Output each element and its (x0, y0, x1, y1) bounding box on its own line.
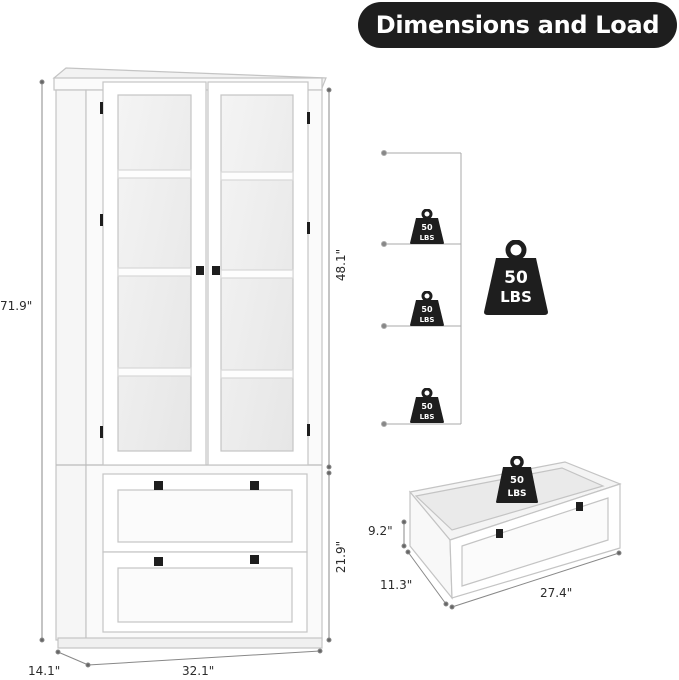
drawer-weight-value: 50 (510, 475, 524, 486)
shelf-weight-3-unit: LBS (420, 413, 435, 421)
lower-height-label: 21.9" (334, 540, 349, 574)
shelf-weight-2-value: 50 (421, 305, 433, 314)
hardware (100, 102, 310, 438)
drawer-dimension-lines (401, 519, 622, 610)
page-title: Dimensions and Load (358, 2, 677, 48)
shelf-weight-1-value: 50 (421, 223, 433, 232)
big-weight-unit: LBS (500, 288, 532, 306)
shelf-weight-icon-3: 50 LBS (410, 388, 444, 423)
drawer-width-label: 27.4" (540, 586, 573, 600)
dimension-lines (39, 79, 332, 668)
glass-doors (102, 81, 309, 466)
total-height-label: 71.9" (0, 299, 33, 313)
depth-label: 14.1" (28, 664, 61, 678)
drawer-height-label: 9.2" (368, 524, 393, 538)
drawer-depth-label: 11.3" (380, 578, 413, 592)
drawer-weight-unit: LBS (507, 489, 526, 499)
shelf-weight-icon-1: 50 LBS (410, 209, 444, 244)
shelf-weight-1-unit: LBS (420, 234, 435, 242)
shelf-weight-3-value: 50 (421, 402, 433, 411)
lower-drawers (102, 473, 308, 633)
shelf-weight-icon-2: 50 LBS (410, 291, 444, 326)
width-label: 32.1" (182, 664, 215, 678)
shelf-weight-2-unit: LBS (420, 316, 435, 324)
drawer-weight-icon: 50 LBS (496, 456, 538, 503)
upper-height-label: 48.1" (334, 248, 349, 282)
shelf-load-diagram (381, 150, 462, 427)
big-weight-value: 50 (504, 268, 528, 288)
big-weight-icon: 50 LBS (484, 240, 548, 315)
